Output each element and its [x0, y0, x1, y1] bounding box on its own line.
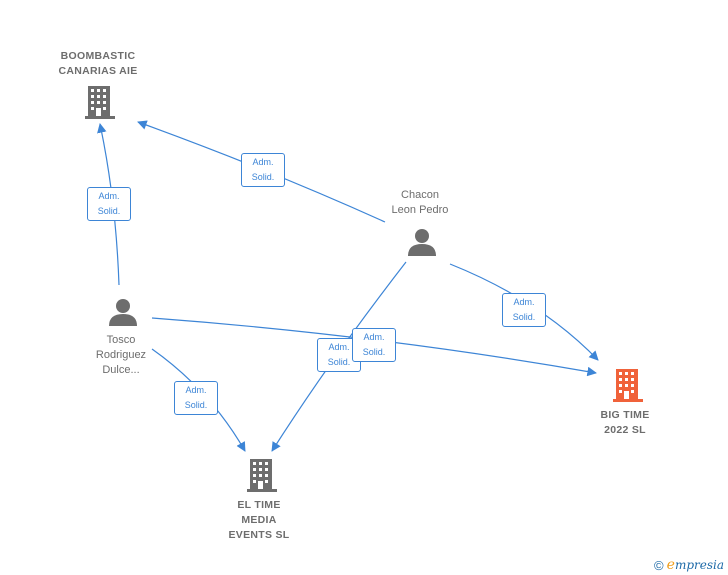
edge-label-tosco-bigtime[interactable]: Adm. Solid.: [352, 328, 396, 362]
building-icon[interactable]: [613, 369, 643, 402]
person-icon[interactable]: [408, 229, 436, 256]
brand-initial: e: [666, 557, 675, 573]
node-chacon-label[interactable]: Chacon Leon Pedro: [391, 189, 449, 216]
edge-label-chacon-bigtime[interactable]: Adm. Solid.: [502, 293, 546, 327]
node-tosco-label[interactable]: Tosco Rodriguez Dulce...: [95, 334, 147, 376]
node-bigtime-label[interactable]: BIG TIME 2022 SL: [600, 409, 650, 436]
edge-label-tosco-boombastic[interactable]: Adm. Solid.: [87, 187, 131, 221]
person-icon[interactable]: [109, 299, 137, 326]
building-icon[interactable]: [247, 459, 277, 492]
copyright-symbol: ©: [654, 557, 664, 573]
edge-label-tosco-eltime[interactable]: Adm. Solid.: [174, 381, 218, 415]
building-icon[interactable]: [85, 86, 115, 119]
brand-name: mpresia: [674, 558, 724, 572]
node-eltime-label[interactable]: EL TIME MEDIA EVENTS SL: [228, 499, 290, 541]
node-boombastic-label[interactable]: BOOMBASTIC CANARIAS AIE: [58, 50, 138, 77]
edge-label-chacon-boombastic[interactable]: Adm. Solid.: [241, 153, 285, 187]
